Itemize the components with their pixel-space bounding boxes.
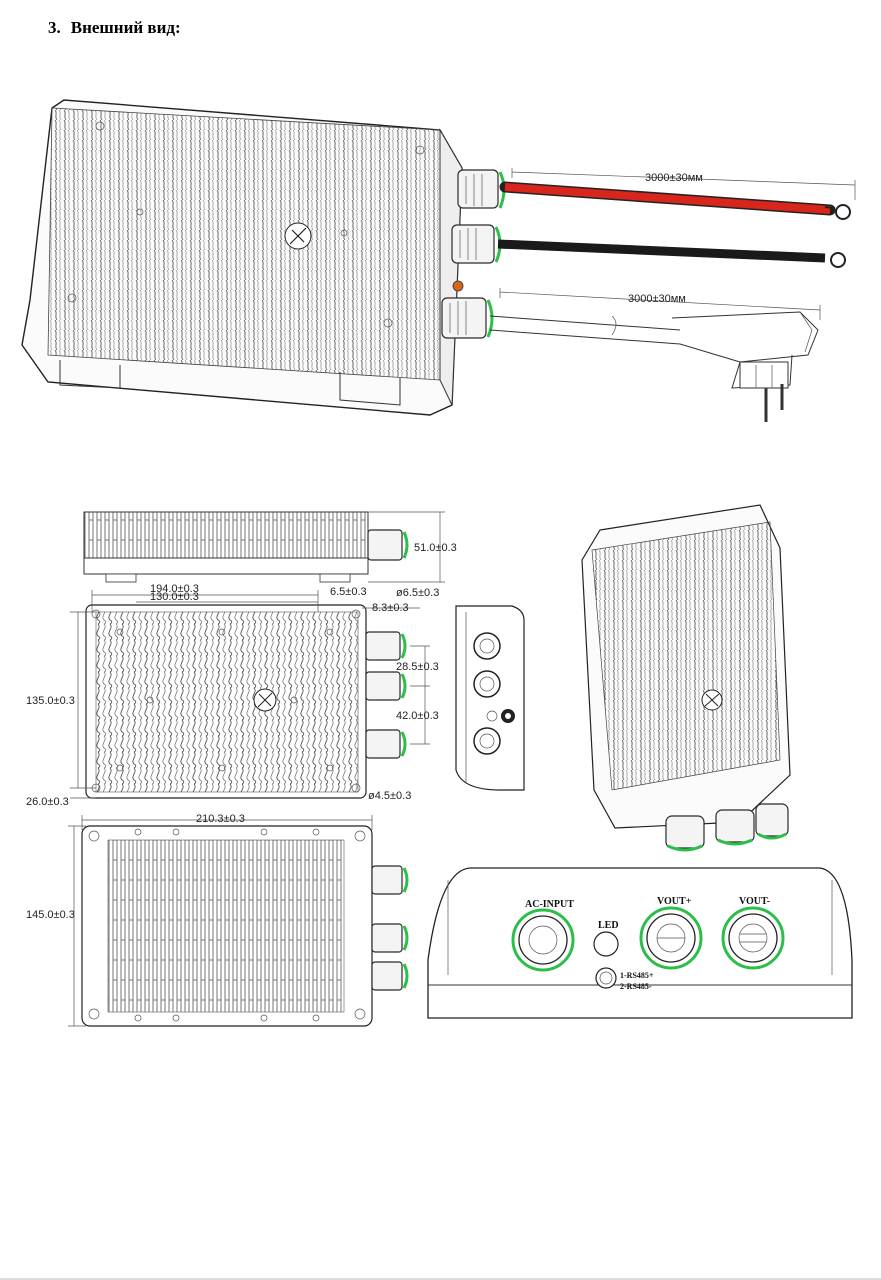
vout-plus-label: VOUT+ [657,896,692,907]
section-heading: 3. Внешний вид: [48,18,181,38]
gap-28-5-label: 28.5±0.3 [396,661,439,673]
bottom-plan-view: 210.3±0.3 145.0±0.3 [26,813,409,1027]
section-title: Внешний вид: [70,18,181,37]
schuko-plug [671,311,819,422]
isometric-charger-view: 3000±30мм 3000±30мм [21,99,856,422]
led-label: LED [598,920,619,931]
dc-cable-length-label: 3000±30мм [645,172,703,184]
height-145-label: 145.0±0.3 [26,909,75,921]
width-130-label: 130.0±0.3 [150,591,199,603]
hole-4-5-label: ø4.5±0.3 [368,790,411,802]
gland-dc-positive [457,169,506,209]
side-height-label: 51.0±0.3 [414,542,457,554]
connector-panel-view: AC-INPUT LED 1-RS485+ 2-RS485- VOUT+ VOU… [427,867,853,1019]
width-194-label: 194.0±0.3 [150,583,199,595]
offset-26-label: 26.0±0.3 [26,796,69,808]
top-plan-view: 194.0±0.3 130.0±0.3 6.5±0.3 ø6.5±0.3 8.3… [26,583,439,808]
dim-8-3-label: 8.3±0.3 [372,602,409,614]
dim-6-5-label: 6.5±0.3 [330,586,367,598]
height-135-label: 135.0±0.3 [26,695,75,707]
gland-ac-input [441,297,494,339]
side-elevation-view: 51.0±0.3 [83,511,457,583]
ac-input-label: AC-INPUT [525,899,574,910]
rs485-minus-label: 2-RS485- [620,982,652,991]
ac-cable [489,315,681,345]
red-cable-ring-terminal [835,204,851,220]
length-210-label: 210.3±0.3 [196,813,245,825]
gap-42-label: 42.0±0.3 [396,710,439,722]
black-cable [497,239,826,263]
vout-minus-label: VOUT- [739,896,770,907]
isometric-right-view [581,504,791,852]
ac-cable-length-label: 3000±30мм [628,293,686,305]
page-bottom-rule [0,1278,881,1280]
end-view [455,605,525,791]
section-number: 3. [48,18,61,37]
hole-6-5-label: ø6.5±0.3 [396,587,439,599]
black-cable-ring-terminal [830,252,846,268]
led-indicator [452,280,464,292]
red-cable [504,183,831,214]
right-view-glands [665,803,789,852]
gland-dc-negative [451,224,502,264]
rs485-plus-label: 1-RS485+ [620,971,654,980]
